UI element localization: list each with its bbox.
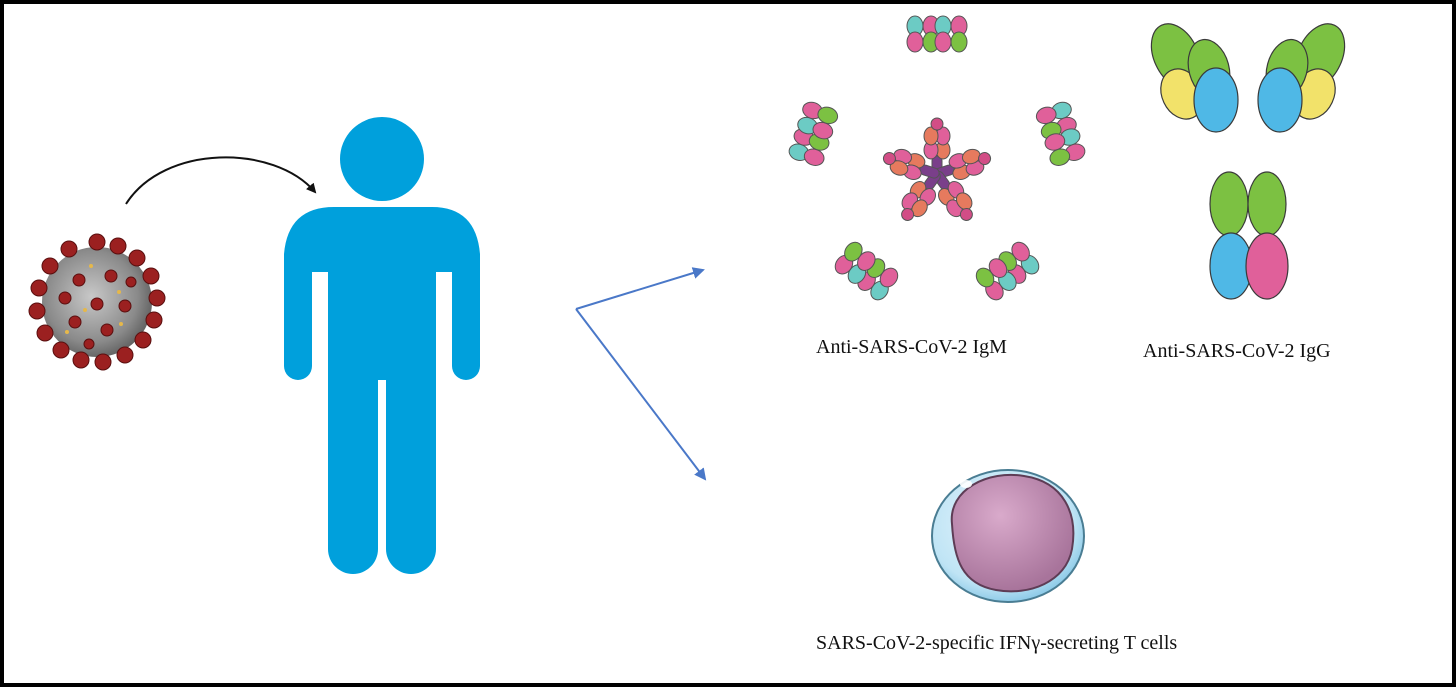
t-cell-icon	[931, 469, 1085, 603]
infection-arrow	[125, 156, 317, 205]
igm-pentamer-icon	[786, 15, 1088, 304]
diagram-canvas	[28, 15, 1346, 603]
t-cell-label: SARS-CoV-2-specific IFNγ-secreting T cel…	[816, 632, 1178, 654]
igm-label: Anti-SARS-CoV-2 IgM	[816, 336, 1007, 358]
igg-antibody-icon	[1150, 23, 1346, 300]
person-icon	[284, 117, 480, 574]
branch-arrows	[575, 267, 707, 481]
igg-label: Anti-SARS-CoV-2 IgG	[1143, 340, 1331, 362]
virus-icon	[28, 233, 166, 371]
